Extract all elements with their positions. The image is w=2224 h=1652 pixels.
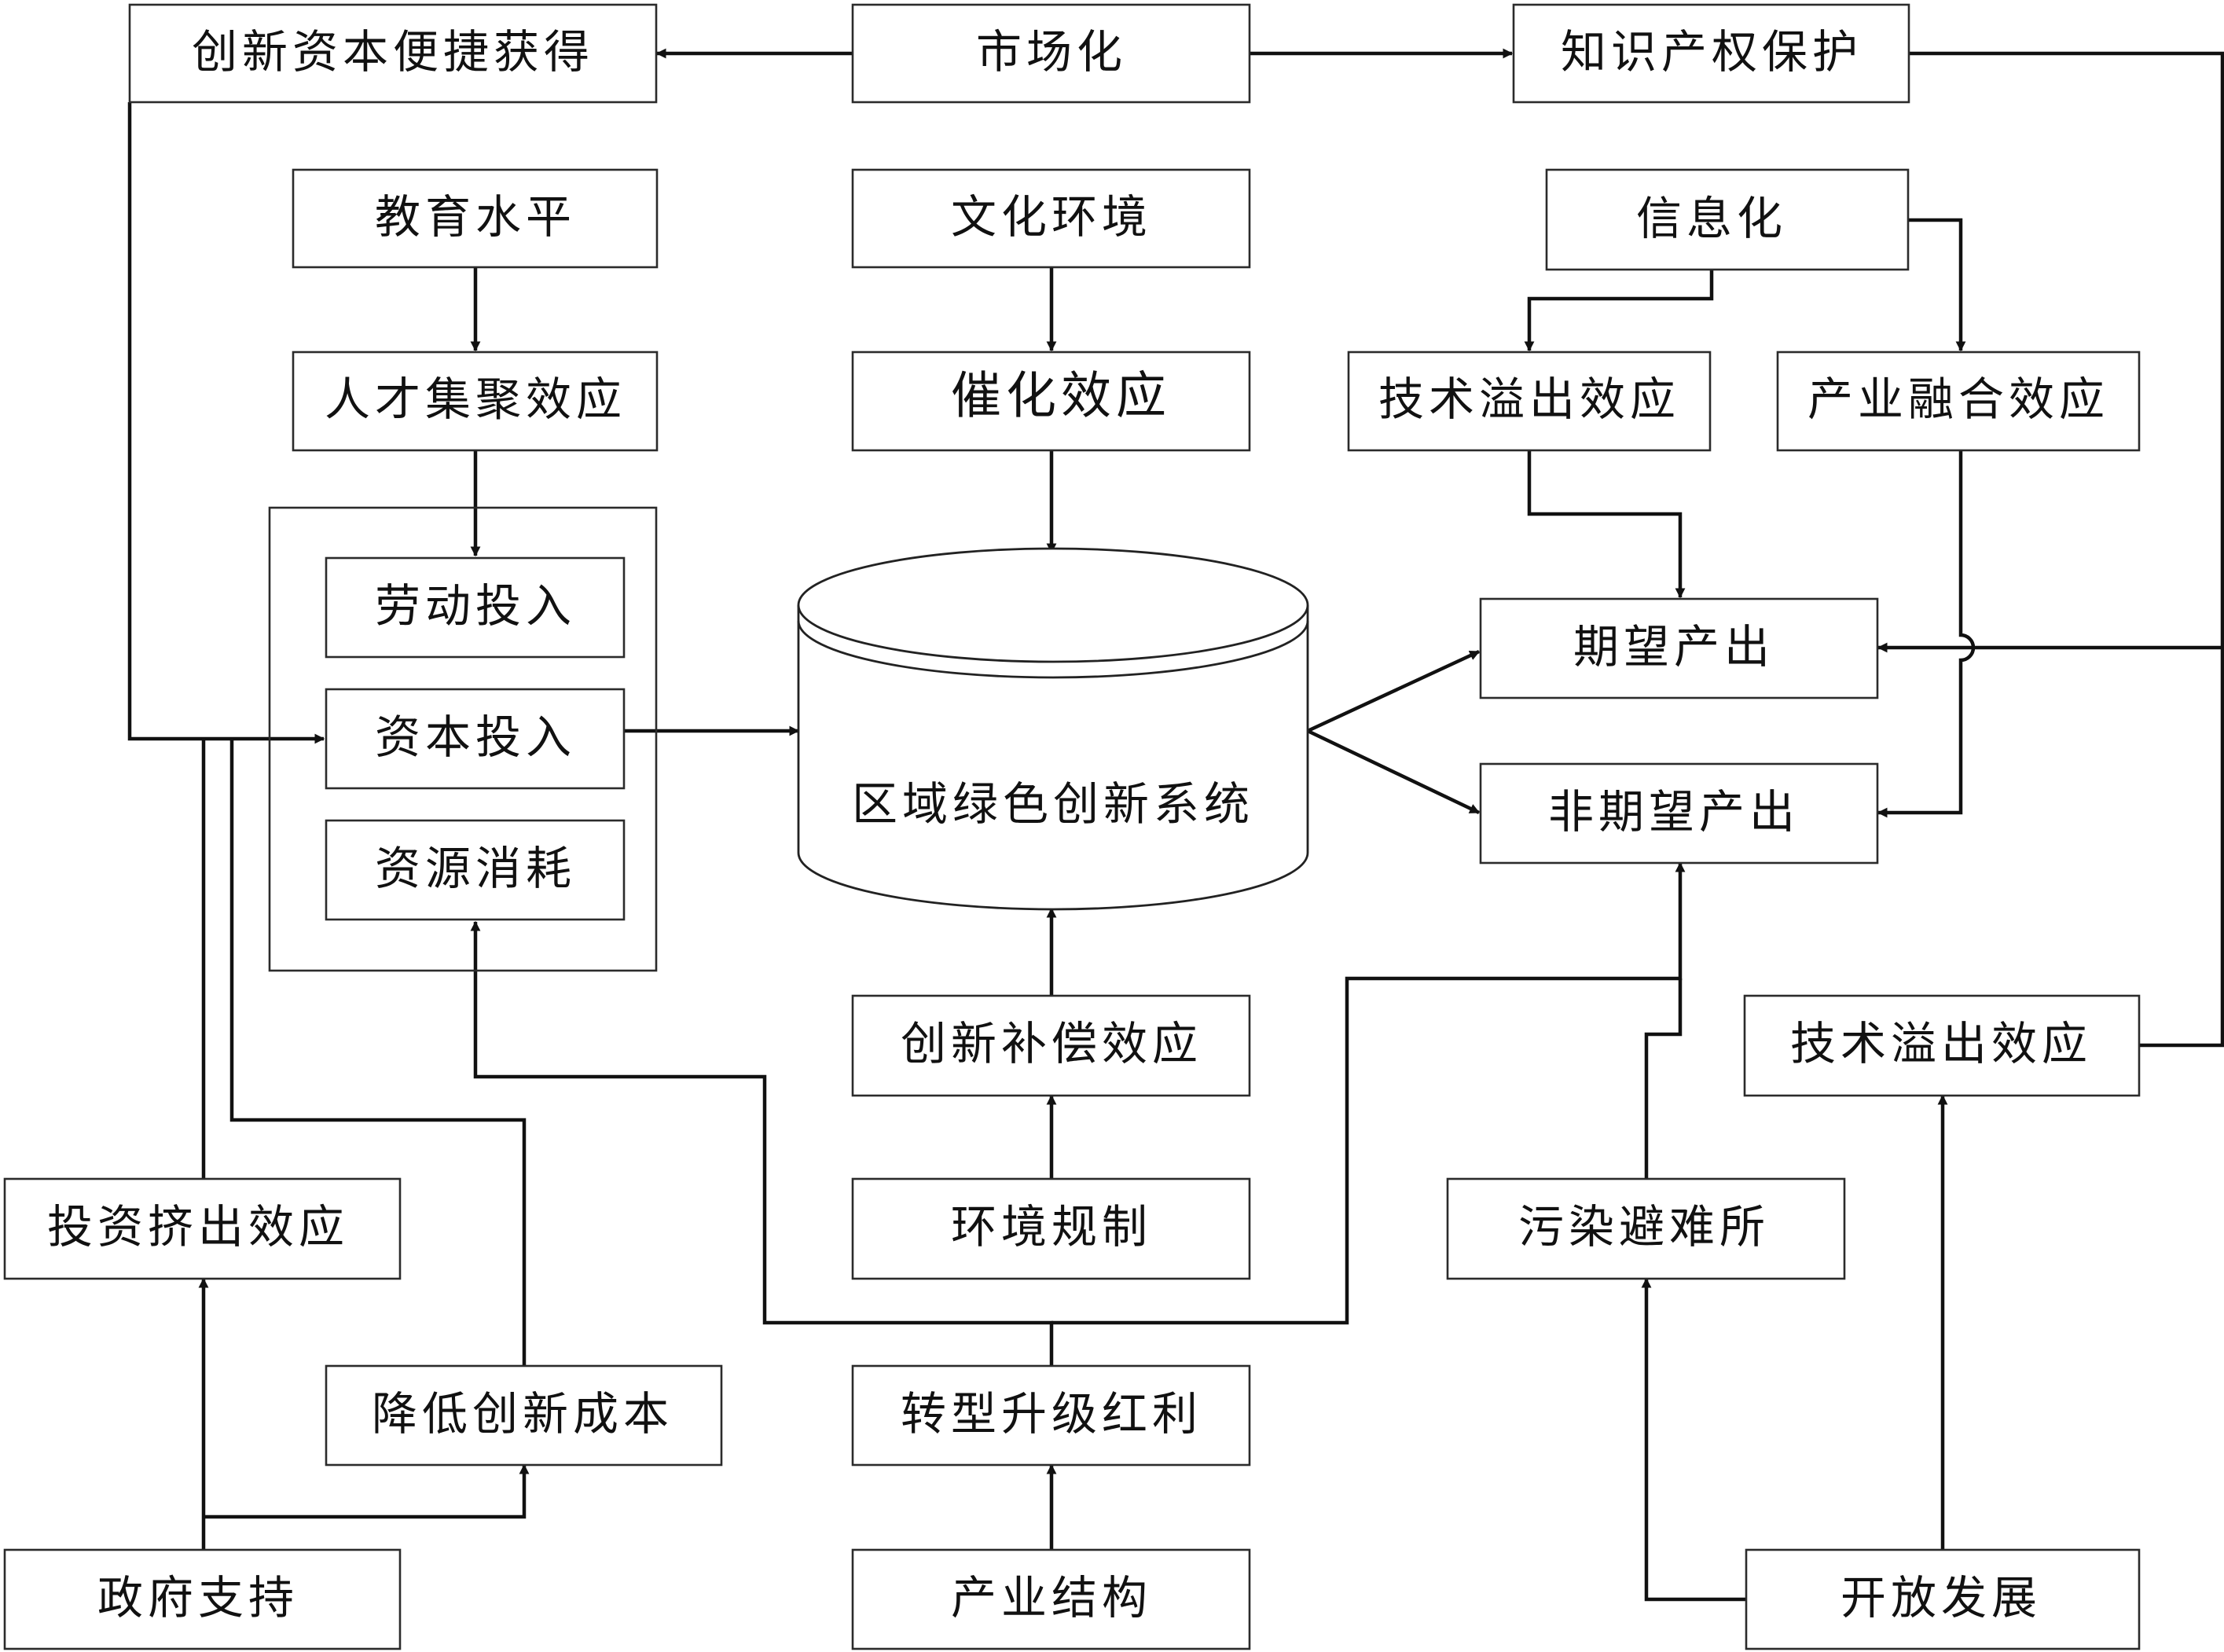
node-industrial-structure: 产业结构 (851, 1548, 1251, 1650)
node-culture: 文化环境 (851, 168, 1251, 269)
node-pollution-haven: 污染避难所 (1446, 1177, 1846, 1280)
government-support-label: 政府支持 (97, 1571, 299, 1624)
node-resource-consumption: 资源消耗 (325, 819, 626, 921)
node-environmental-regulation: 环境规制 (851, 1177, 1251, 1280)
node-investment-crowding-out: 投资挤出效应 (3, 1177, 402, 1280)
edges (127, 48, 2224, 1602)
node-capital-input: 资本投入 (325, 688, 626, 790)
edge-info-to-integration (1908, 218, 1966, 352)
industry-integration-label: 产业融合效应 (1807, 373, 2109, 426)
reduce-innovation-cost-label: 降低创新成本 (372, 1387, 673, 1441)
edge-gov-to-cost (204, 1463, 530, 1519)
node-marketization: 市场化 (851, 3, 1251, 104)
node-tech-spillover-bottom: 技术溢出效应 (1743, 994, 2141, 1097)
education-label: 教育水平 (375, 190, 576, 244)
system-label: 区域绿色创新系统 (852, 777, 1254, 831)
innovation-compensation-label: 创新补偿效应 (901, 1017, 1202, 1070)
edge-ip-to-desired (1877, 51, 2224, 653)
nodes: 创新资本便捷获得 市场化 知识产权保护 教育水平 文化环境 信息化 人才集聚效应 (3, 3, 2141, 1650)
node-industry-integration: 产业融合效应 (1776, 351, 2141, 452)
edge-dividend-to-resource (470, 920, 1054, 1366)
edge-info-to-spillover (1524, 270, 1714, 352)
edge-haven-to-undesired (1644, 978, 1683, 1179)
inputs-frame (268, 506, 658, 972)
culture-label: 文化环境 (951, 190, 1152, 244)
industrial-structure-label: 产业结构 (951, 1571, 1152, 1624)
edge-capital-access-to-capital-input (127, 102, 325, 744)
node-ip-protection: 知识产权保护 (1512, 3, 1910, 104)
open-development-label: 开放发展 (1840, 1571, 2042, 1624)
edge-system-to-undesired (1307, 729, 1481, 815)
node-innovation-compensation: 创新补偿效应 (851, 994, 1251, 1097)
undesired-output-label: 非期望产出 (1548, 785, 1800, 839)
edge-system-to-desired (1307, 649, 1481, 733)
edge-spillover-to-desired (1527, 450, 1686, 599)
node-government-support: 政府支持 (3, 1548, 402, 1650)
node-talent-agglomeration: 人才集聚效应 (292, 351, 659, 452)
marketization-label: 市场化 (976, 25, 1127, 79)
transformation-dividend-label: 转型升级红利 (901, 1387, 1202, 1441)
edge-cost-to-capital (229, 739, 527, 1366)
edge-open-to-haven (1641, 1277, 1746, 1602)
node-capital-access: 创新资本便捷获得 (128, 3, 658, 104)
tech-spillover-bottom-label: 技术溢出效应 (1790, 1017, 2092, 1070)
ip-protection-label: 知识产权保护 (1561, 25, 1863, 79)
node-education: 教育水平 (292, 168, 659, 269)
node-reduce-innovation-cost: 降低创新成本 (325, 1364, 723, 1467)
edge-dividend-to-undesired (1051, 861, 1686, 1325)
talent-agglomeration-label: 人才集聚效应 (325, 373, 626, 426)
node-tech-spillover-top: 技术溢出效应 (1347, 351, 1712, 452)
node-open-development: 开放发展 (1745, 1548, 2141, 1650)
pollution-haven-label: 污染避难所 (1518, 1200, 1770, 1254)
node-catalytic-effect: 催化效应 (851, 351, 1251, 452)
resource-consumption-label: 资源消耗 (375, 842, 576, 895)
edge-spillover-bottom-to-right (2139, 648, 2224, 1048)
node-desired-output: 期望产出 (1479, 597, 1879, 699)
investment-crowding-out-label: 投资挤出效应 (47, 1200, 349, 1254)
node-undesired-output: 非期望产出 (1479, 762, 1879, 865)
capital-access-label: 创新资本便捷获得 (192, 25, 594, 79)
node-informatization: 信息化 (1545, 168, 1910, 271)
catalytic-effect-label: 催化效应 (951, 368, 1171, 426)
tech-spillover-top-label: 技术溢出效应 (1378, 373, 1680, 426)
environmental-regulation-label: 环境规制 (951, 1200, 1152, 1254)
capital-input-label: 资本投入 (375, 710, 576, 764)
edge-integration-to-undesired (1877, 450, 1976, 818)
desired-output-label: 期望产出 (1573, 620, 1774, 674)
node-labor-input: 劳动投入 (325, 556, 626, 659)
node-transformation-dividend: 转型升级红利 (851, 1364, 1251, 1467)
informatization-label: 信息化 (1636, 192, 1787, 245)
labor-input-label: 劳动投入 (375, 579, 576, 633)
system-cylinder: 区域绿色创新系统 (797, 547, 1309, 911)
